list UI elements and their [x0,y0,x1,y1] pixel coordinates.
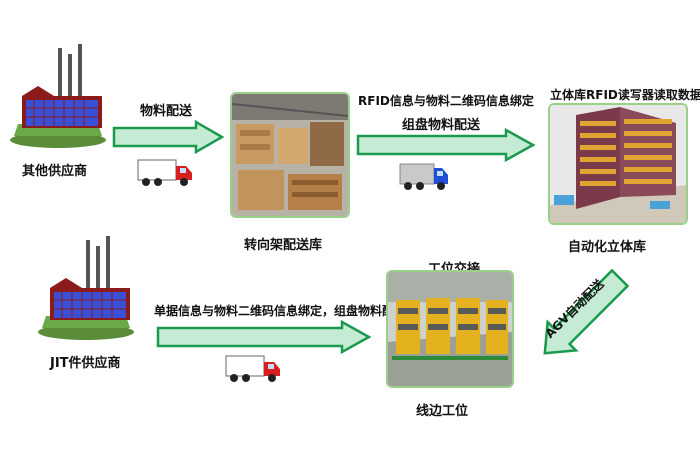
truck-icon [136,158,194,188]
node-jit-supplier: JIT件供应商 [50,352,121,371]
green-arrow-icon [356,128,536,162]
transfer-warehouse-photo [230,92,350,218]
arrow-label-rfid-reader: 立体库RFID读写器读取数据 [550,86,700,103]
green-arrow-icon [156,320,372,354]
arrow-label-doc-binding: 单据信息与物料二维码信息绑定，组盘物料配送 [154,302,406,319]
arrow-label-material-delivery: 物料配送 [140,100,192,119]
node-line-station: 线边工位 [416,400,468,419]
node-auto-warehouse: 自动化立体库 [568,236,646,255]
node-transfer-warehouse: 转向架配送库 [244,234,322,253]
truck-icon [224,354,282,384]
factory-icon [36,232,136,342]
line-station-photo [386,270,514,388]
node-other-supplier: 其他供应商 [22,160,87,179]
green-arrow-icon [112,120,224,154]
factory-icon [8,40,108,150]
arrow-label-rfid-binding: RFID信息与物料二维码信息绑定 [358,92,534,109]
truck-icon [398,162,450,192]
green-arrow-icon [528,260,638,370]
auto-warehouse-photo [548,103,688,225]
